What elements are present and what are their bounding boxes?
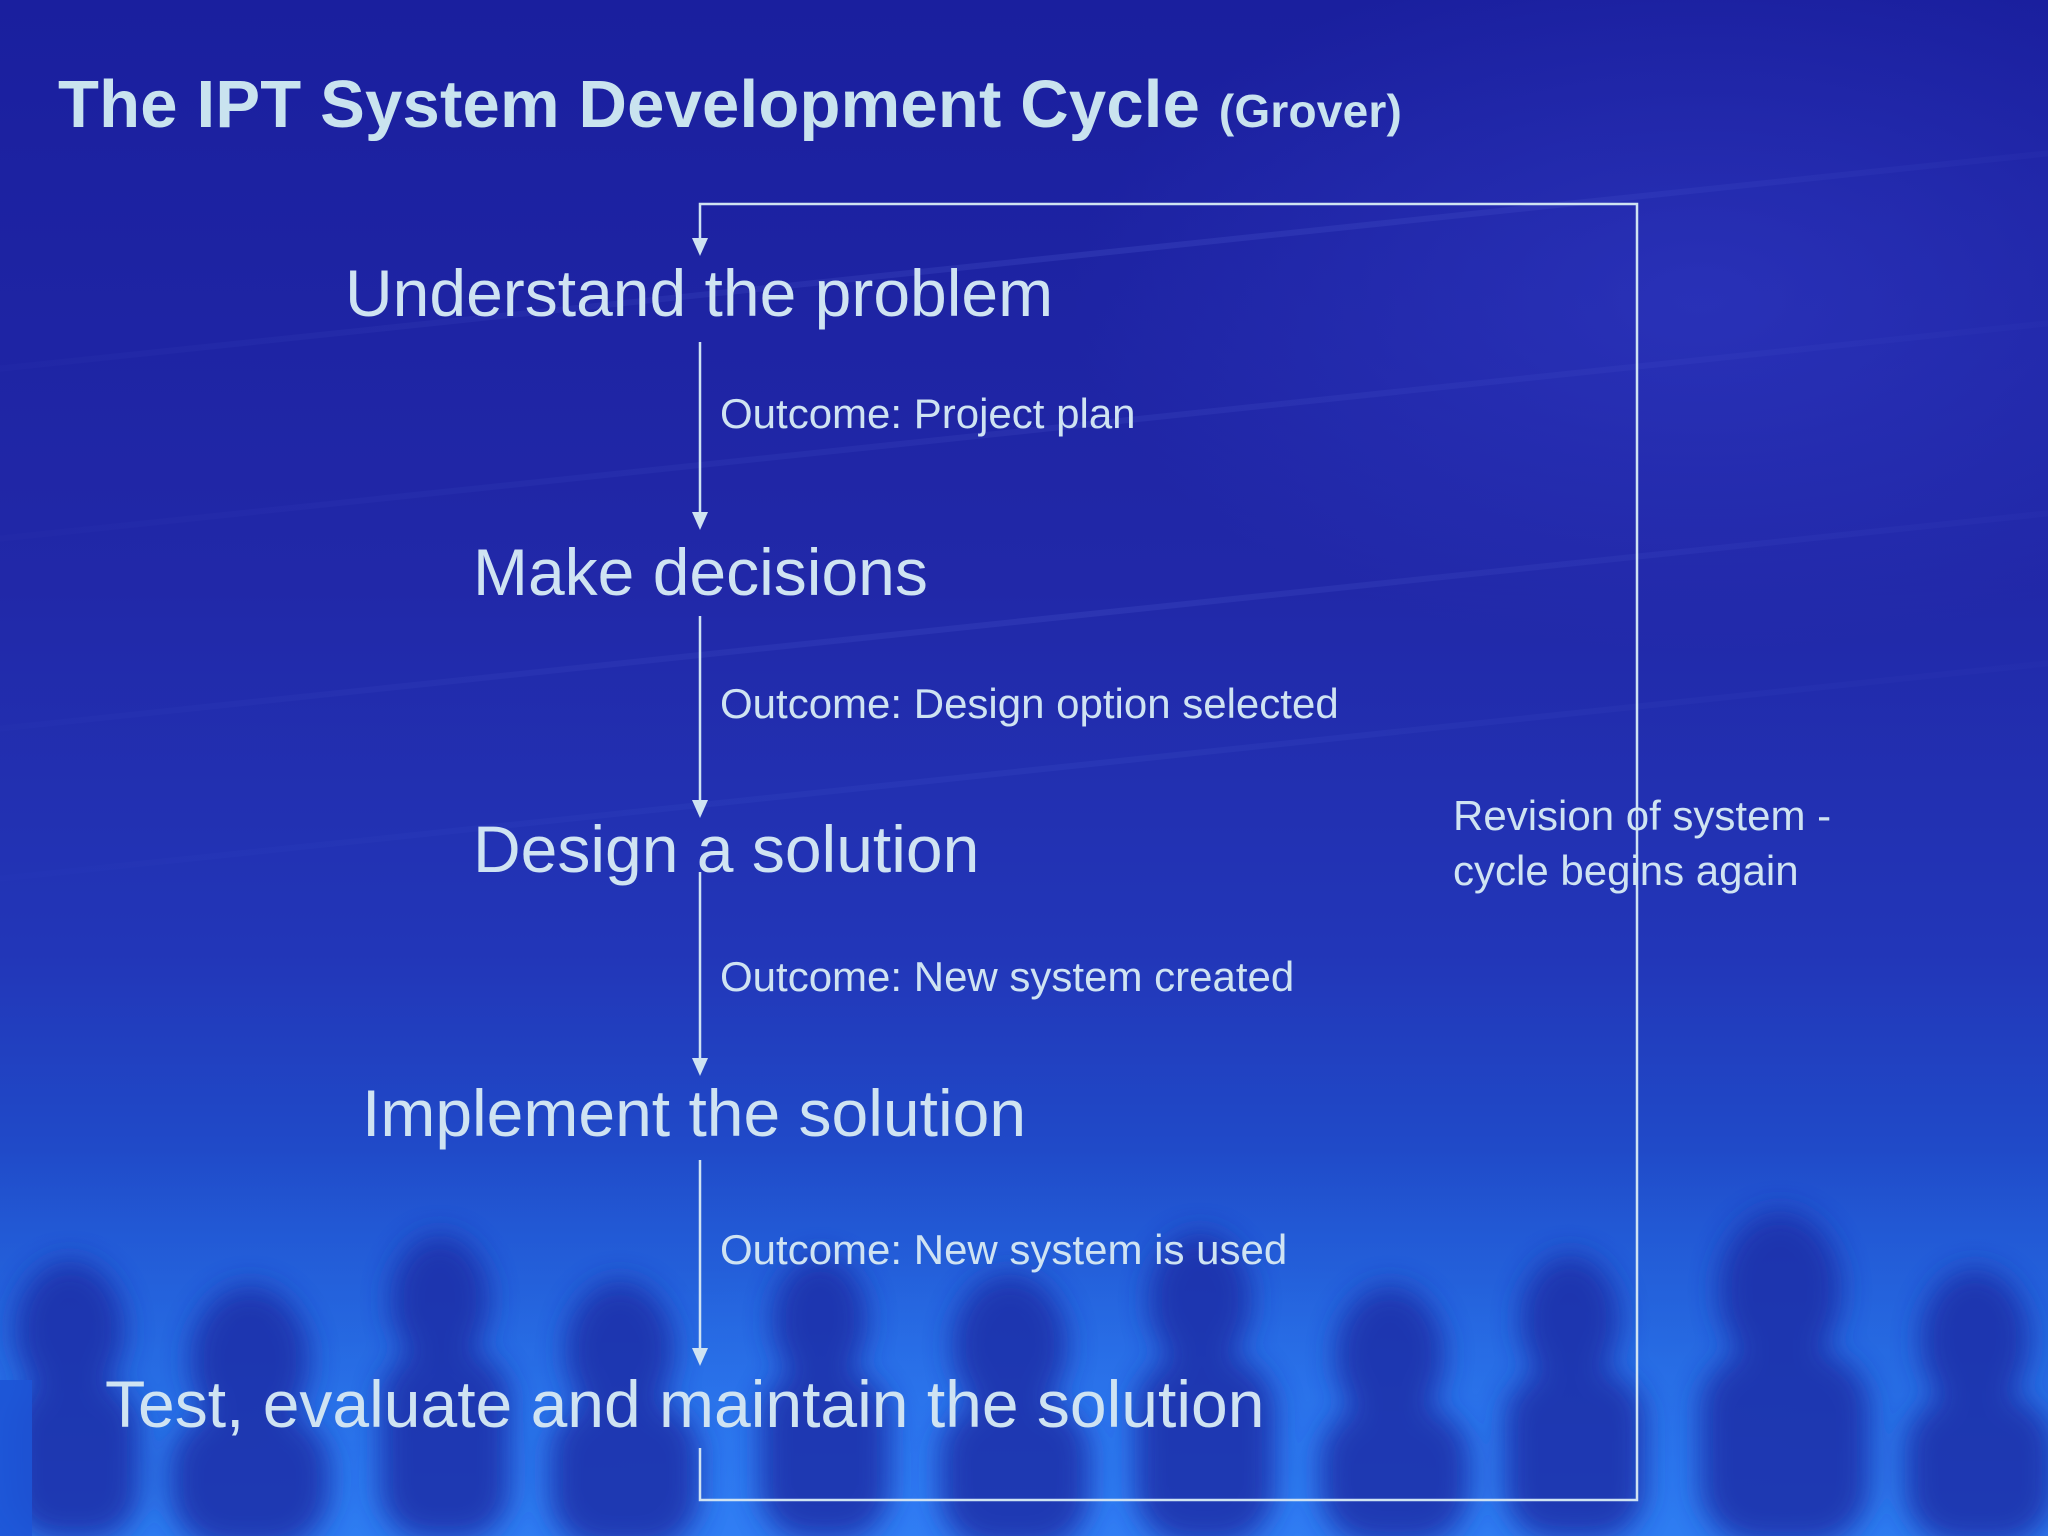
arrowhead-icon [692,800,708,818]
stage-make-decisions: Make decisions [473,535,928,609]
arrowhead-icon [692,512,708,530]
stage-understand-problem: Understand the problem [345,256,1054,330]
arrowhead-icon [692,1348,708,1366]
feedback-loop-label-line2: cycle begins again [1453,847,1799,894]
stage-implement-solution: Implement the solution [362,1076,1027,1150]
page-title: The IPT System Development Cycle (Grover… [58,66,1402,143]
arrowhead-icon [692,238,708,256]
feedback-loop-label-line1: Revision of system - [1453,792,1832,839]
outcome-new-system-created: Outcome: New system created [720,953,1295,1000]
title-author-note: (Grover) [1218,85,1402,137]
arrowhead-icon [692,1058,708,1076]
outcome-project-plan: Outcome: Project plan [720,390,1136,437]
feedback-loop-line [698,202,1639,1502]
outcome-design-option-selected: Outcome: Design option selected [720,680,1339,727]
feedback-loop-label: Revision of system - cycle begins again [1453,788,1831,898]
title-main: The IPT System Development Cycle [58,67,1201,142]
stage-test-evaluate-maintain: Test, evaluate and maintain the solution [105,1367,1265,1441]
outcome-new-system-used: Outcome: New system is used [720,1226,1288,1273]
stage-design-solution: Design a solution [473,812,980,886]
